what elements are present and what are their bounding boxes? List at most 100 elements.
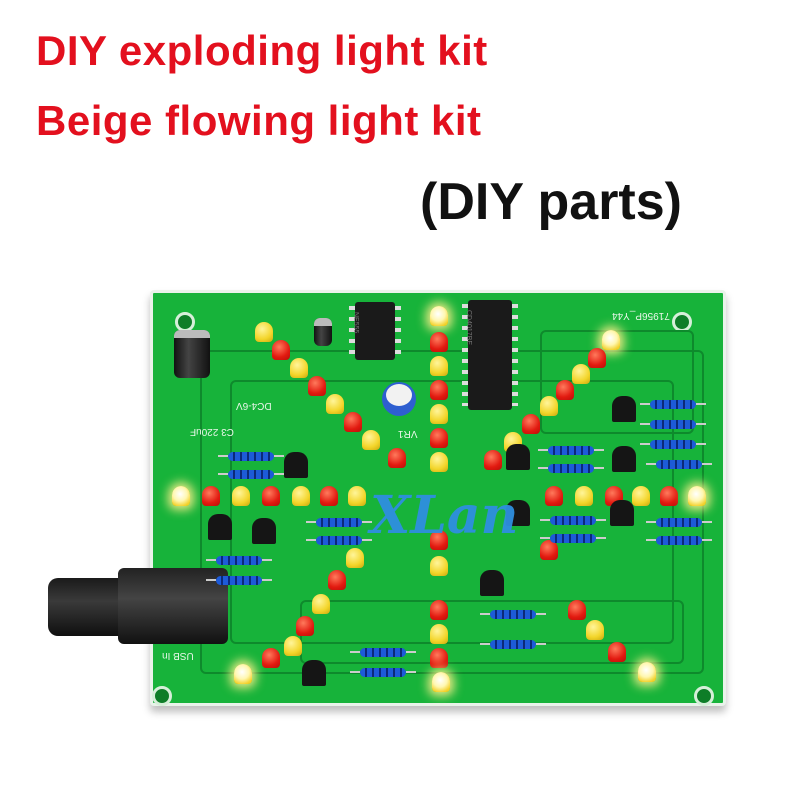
led-icon xyxy=(430,404,448,424)
led-icon xyxy=(430,530,448,550)
led-icon xyxy=(540,540,558,560)
led-icon xyxy=(556,380,574,400)
mount-hole-icon xyxy=(175,312,195,332)
led-icon xyxy=(632,486,650,506)
mount-hole-icon xyxy=(152,686,172,706)
led-icon xyxy=(688,486,706,506)
led-icon xyxy=(346,548,364,568)
resistor-r14 xyxy=(480,610,546,619)
led-icon xyxy=(522,414,540,434)
capacitor-c3 xyxy=(174,330,210,378)
resistor-r11 xyxy=(538,446,604,455)
resistor-r17 xyxy=(640,420,706,429)
ic-cd4017: CD4017BE xyxy=(462,300,518,410)
led-icon xyxy=(638,662,656,682)
resistor-r15 xyxy=(350,668,416,677)
ic-ne555: NE555 xyxy=(349,302,401,360)
led-icon xyxy=(484,450,502,470)
resistor-r10 xyxy=(206,556,272,565)
transistor-q10 xyxy=(208,514,232,540)
transistor-q5 xyxy=(302,660,326,686)
led-icon xyxy=(430,556,448,576)
transistor-q7 xyxy=(612,396,636,422)
resistor-r16 xyxy=(646,460,712,469)
resistor-r1 xyxy=(538,464,604,473)
led-icon xyxy=(320,486,338,506)
led-icon xyxy=(430,428,448,448)
led-icon xyxy=(572,364,590,384)
led-icon xyxy=(308,376,326,396)
resistor-r5 xyxy=(350,648,416,657)
potentiometer-vr1 xyxy=(382,382,416,416)
resistor-r19 xyxy=(306,536,372,545)
led-icon xyxy=(588,348,606,368)
led-icon xyxy=(430,624,448,644)
led-icon xyxy=(262,486,280,506)
resistor-r12 xyxy=(540,516,606,525)
silk-usb-in: USB In xyxy=(162,650,194,661)
resistor-r8 xyxy=(218,470,284,479)
silk-c3: C3 220uF xyxy=(190,426,234,437)
product-title-line-1: DIY exploding light kit xyxy=(36,27,488,74)
resistor-r18 xyxy=(218,452,284,461)
led-icon xyxy=(430,306,448,326)
pcb-trace xyxy=(540,330,694,434)
led-icon xyxy=(234,664,252,684)
led-icon xyxy=(608,642,626,662)
led-icon xyxy=(430,356,448,376)
transistor-q6 xyxy=(612,446,636,472)
transistor-q1 xyxy=(506,444,530,470)
resistor-r7 xyxy=(640,400,706,409)
led-icon xyxy=(430,380,448,400)
led-icon xyxy=(262,648,280,668)
resistor-r13 xyxy=(646,536,712,545)
led-icon xyxy=(540,396,558,416)
resistor-r20 xyxy=(206,576,272,585)
led-icon xyxy=(430,332,448,352)
resistor-r4 xyxy=(480,640,546,649)
transistor-q3 xyxy=(610,500,634,526)
capacitor-c1 xyxy=(314,318,332,346)
resistor-r2 xyxy=(540,534,606,543)
led-icon xyxy=(272,340,290,360)
product-subtitle: (DIY parts) xyxy=(420,173,682,231)
led-icon xyxy=(292,486,310,506)
led-icon xyxy=(255,322,273,342)
led-icon xyxy=(430,452,448,472)
led-icon xyxy=(660,486,678,506)
transistor-q4 xyxy=(480,570,504,596)
silk-vr1: VR1 xyxy=(398,428,418,439)
transistor-q8 xyxy=(284,452,308,478)
led-icon xyxy=(568,600,586,620)
product-title-line-2: Beige flowing light kit xyxy=(36,97,482,144)
led-icon xyxy=(586,620,604,640)
pcb-trace xyxy=(200,350,704,674)
pcb-trace xyxy=(230,380,674,644)
led-icon xyxy=(602,330,620,350)
led-icon xyxy=(348,486,366,506)
led-icon xyxy=(296,616,314,636)
led-icon xyxy=(430,648,448,668)
xlan-watermark-logo: XLan xyxy=(370,485,519,546)
led-icon xyxy=(545,486,563,506)
led-icon xyxy=(172,486,190,506)
led-icon xyxy=(202,486,220,506)
mount-hole-icon xyxy=(672,312,692,332)
led-icon xyxy=(326,394,344,414)
led-icon xyxy=(328,570,346,590)
silk-voltage: DC4-6V xyxy=(236,400,272,411)
silk-board-marking: 71956P_Y44 xyxy=(612,310,670,321)
led-icon xyxy=(362,430,380,450)
resistor-r6 xyxy=(640,440,706,449)
led-icon xyxy=(430,600,448,620)
led-icon xyxy=(284,636,302,656)
led-icon xyxy=(232,486,250,506)
led-icon xyxy=(388,448,406,468)
led-icon xyxy=(290,358,308,378)
resistor-r9 xyxy=(306,518,372,527)
resistor-r3 xyxy=(646,518,712,527)
led-icon xyxy=(575,486,593,506)
transistor-q2 xyxy=(506,500,530,526)
led-icon xyxy=(432,672,450,692)
transistor-q9 xyxy=(252,518,276,544)
